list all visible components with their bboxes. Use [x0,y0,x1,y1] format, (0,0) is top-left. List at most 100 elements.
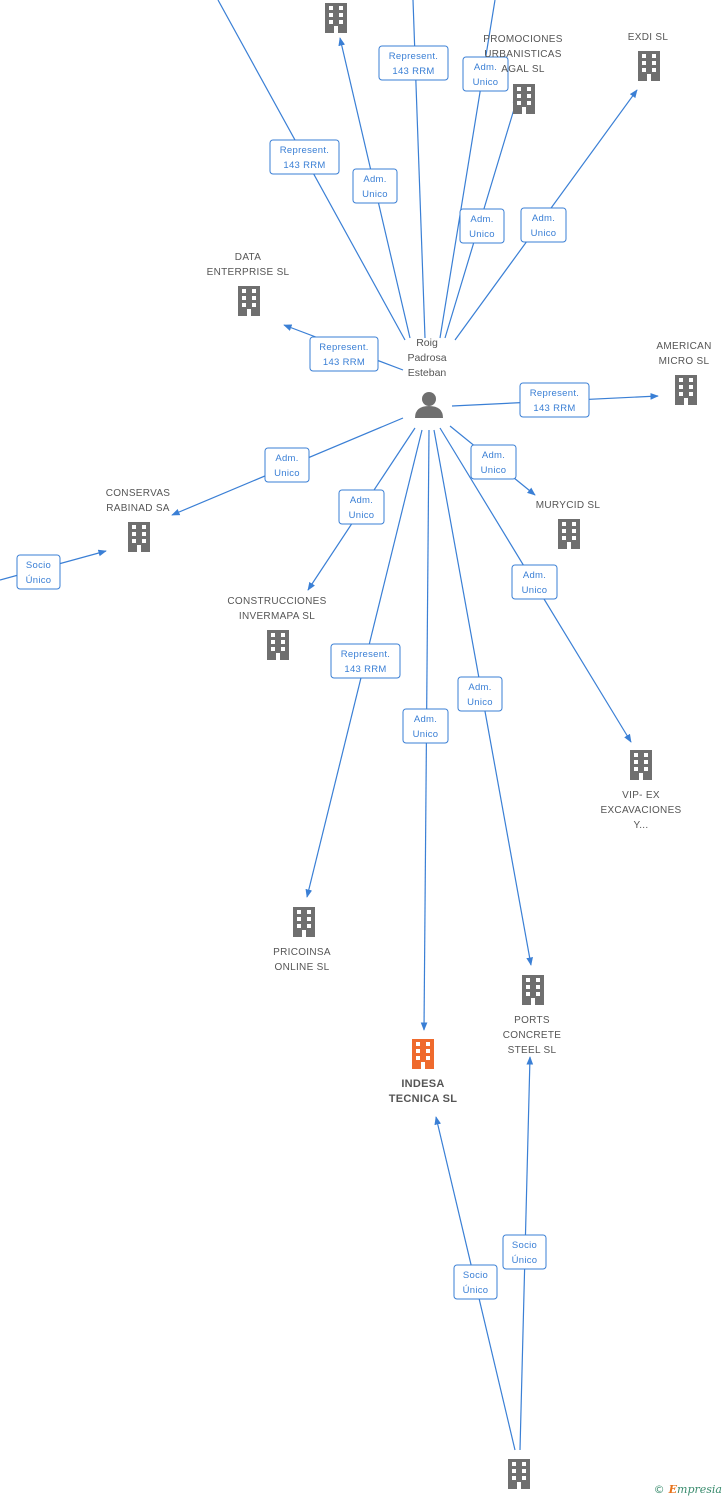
building-icon [325,3,347,33]
edge-label-line2: Unico [274,468,300,479]
person-icon [415,392,443,418]
edge-label-line2: Unico [413,729,439,740]
node-label-line: VIP- EX [622,790,660,801]
node-label-line: CONCRETE [503,1030,562,1041]
node-label-line: PROMOCIONES [483,34,562,45]
edge-label-line1: Socio [512,1240,537,1251]
edge-label[interactable]: Socio Único [453,1264,498,1300]
company-node-indesa[interactable]: INDESA TECNICA SL [389,1039,458,1105]
building-icon [558,519,580,549]
edge-label[interactable]: Adm. Unico [470,444,517,480]
edge-label[interactable]: Adm. Unico [402,708,449,744]
edge-label-line1: Represent. [280,145,329,156]
company-node-ports-concrete[interactable]: PORTS CONCRETE STEEL SL [503,975,562,1056]
node-label-line: MURYCID SL [536,500,601,511]
edge-label-line2: Único [512,1255,538,1266]
edge-label[interactable]: Adm. Unico [462,56,509,92]
edge-label[interactable]: Represent. 143 RRM [309,336,379,372]
node-label-line: URBANISTICAS [484,49,562,60]
company-node-construcciones[interactable]: CONSTRUCCIONES INVERMAPA SL [227,596,326,660]
edge-label-line1: Represent. [530,388,579,399]
building-icon [522,975,544,1005]
node-label-line: MICRO SL [659,356,710,367]
edge-label-line1: Adm. [414,714,437,725]
building-icon [630,750,652,780]
edge-label-line1: Adm. [474,62,497,73]
node-label-line: STEEL SL [508,1045,557,1056]
edge-label-line1: Adm. [470,214,493,225]
edge-label[interactable]: Represent. 143 RRM [378,45,449,81]
building-icon [412,1039,434,1069]
edge-label-line2: Unico [481,465,507,476]
edge-label-line1: Adm. [363,174,386,185]
building-icon [638,51,660,81]
company-node-top-left-company[interactable] [325,3,347,33]
edge-label[interactable]: Socio Único [502,1234,547,1270]
building-icon [513,84,535,114]
building-icon [128,522,150,552]
edge-label[interactable]: Adm. Unico [264,447,310,483]
brand-name: mpresia [677,1483,722,1496]
building-icon [675,375,697,405]
edge-label-line2: 143 RRM [344,664,386,675]
edge-label-line1: Socio [26,560,51,571]
edge-label-line1: Represent. [389,51,438,62]
edge-labels: Represent. 143 RRM Adm. Unico Represent.… [16,45,590,1300]
person-name-line3: Esteban [408,367,447,379]
company-node-american-micro[interactable]: AMERICAN MICRO SL [656,341,711,405]
company-node-vip-ex[interactable]: VIP- EX EXCAVACIONES Y... [600,750,681,831]
company-node-bottom-company[interactable] [508,1459,530,1489]
node-label-line: PRICOINSA [273,947,331,958]
edge-label-line1: Adm. [532,213,555,224]
node-label-line: Y... [634,820,649,831]
company-node-data-enterprise[interactable]: DATA ENTERPRISE SL [207,252,290,316]
edge-label-line2: Unico [467,697,493,708]
edge-label-line2: Unico [362,189,388,200]
edge-label[interactable]: Adm. Unico [338,489,385,525]
edge-label-line2: 143 RRM [283,160,325,171]
node-label-line: ENTERPRISE SL [207,267,290,278]
edge-label[interactable]: Adm. Unico [457,676,503,712]
company-node-murycid[interactable]: MURYCID SL [536,500,601,549]
edge-label-line2: 143 RRM [392,66,434,77]
node-label-line: RABINAD SA [106,503,170,514]
company-node-pricoinsa[interactable]: PRICOINSA ONLINE SL [273,907,331,973]
edge-label-line1: Adm. [523,570,546,581]
node-label-line: EXCAVACIONES [600,805,681,816]
node-label-line: AGAL SL [501,64,545,75]
edge-label-line2: Unico [473,77,499,88]
edge-label-line2: Único [26,575,52,586]
edge-label-line1: Socio [463,1270,488,1281]
edge-label[interactable]: Represent. 143 RRM [269,139,340,175]
edge-label-line1: Represent. [341,649,390,660]
edge-label[interactable]: Represent. 143 RRM [519,382,590,418]
edge-label[interactable]: Adm. Unico [520,207,567,243]
node-label-line: TECNICA SL [389,1093,458,1105]
company-node-promociones[interactable]: PROMOCIONES URBANISTICAS AGAL SL [483,34,562,114]
edge-label-line2: 143 RRM [323,357,365,368]
person-name-line1: Roig [416,337,438,349]
edge-label[interactable]: Represent. 143 RRM [330,643,401,679]
node-label-line: INDESA [401,1078,444,1090]
edge-label[interactable]: Adm. Unico [459,208,505,244]
edge-label-line1: Represent. [319,342,368,353]
building-icon [267,630,289,660]
edge-label[interactable]: Adm. Unico [511,564,558,600]
company-node-exdi[interactable]: EXDI SL [628,32,669,81]
person-name-line2: Padrosa [407,352,446,364]
center-person[interactable]: Roig Padrosa Esteban [407,337,447,418]
building-icon [293,907,315,937]
brand-initial: E [668,1483,678,1496]
node-label-line: CONSERVAS [106,488,171,499]
node-label-line: EXDI SL [628,32,669,43]
company-node-conservas[interactable]: CONSERVAS RABINAD SA [106,488,171,552]
edge-label-line1: Adm. [275,453,298,464]
edge-label[interactable]: Socio Único [16,554,61,590]
building-icon [508,1459,530,1489]
node-label-line: DATA [235,252,261,263]
node-label-line: PORTS [514,1015,550,1026]
node-label-line: CONSTRUCCIONES [227,596,326,607]
edge-label-line1: Adm. [482,450,505,461]
edge-label[interactable]: Adm. Unico [352,168,398,204]
